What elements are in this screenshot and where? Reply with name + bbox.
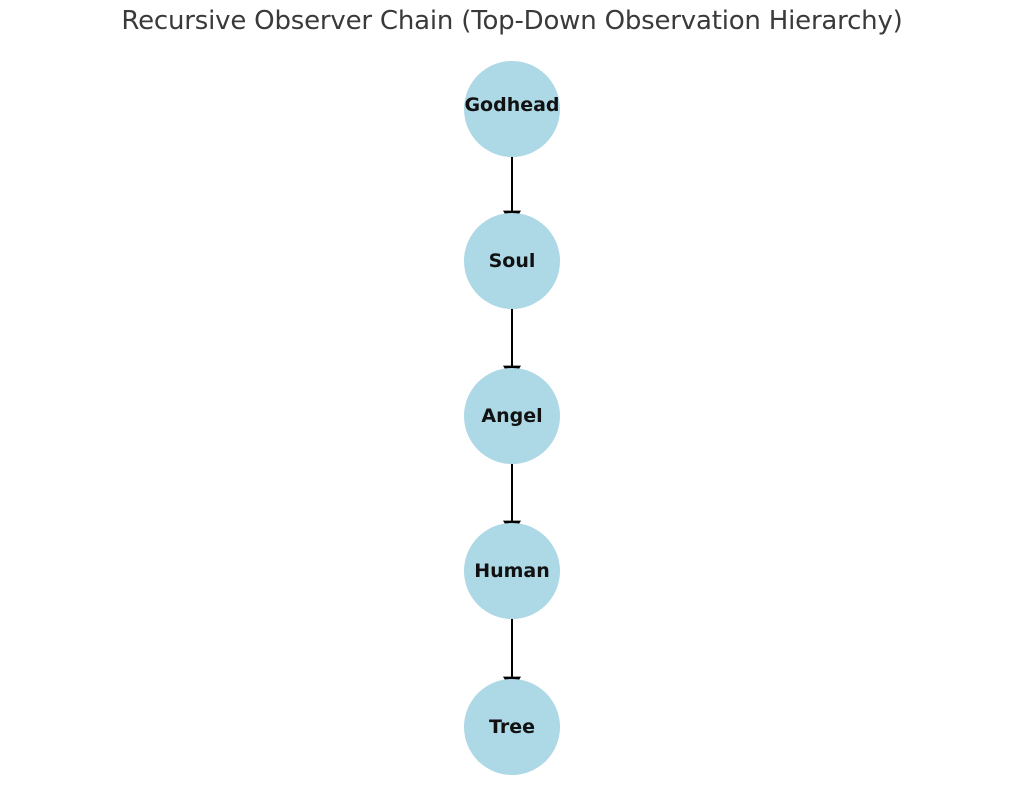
node-tree[interactable] — [464, 679, 560, 775]
node-label-tree: Tree — [488, 716, 535, 738]
node-angel[interactable] — [464, 368, 560, 464]
node-label-angel: Angel — [481, 405, 543, 427]
node-label-godhead: Godhead — [464, 94, 560, 116]
node-label-human: Human — [474, 560, 550, 582]
node-human[interactable] — [464, 523, 560, 619]
node-godhead[interactable] — [464, 61, 560, 157]
node-label-soul: Soul — [488, 250, 536, 272]
node-soul[interactable] — [464, 213, 560, 309]
page-title: Recursive Observer Chain (Top-Down Obser… — [121, 6, 903, 36]
